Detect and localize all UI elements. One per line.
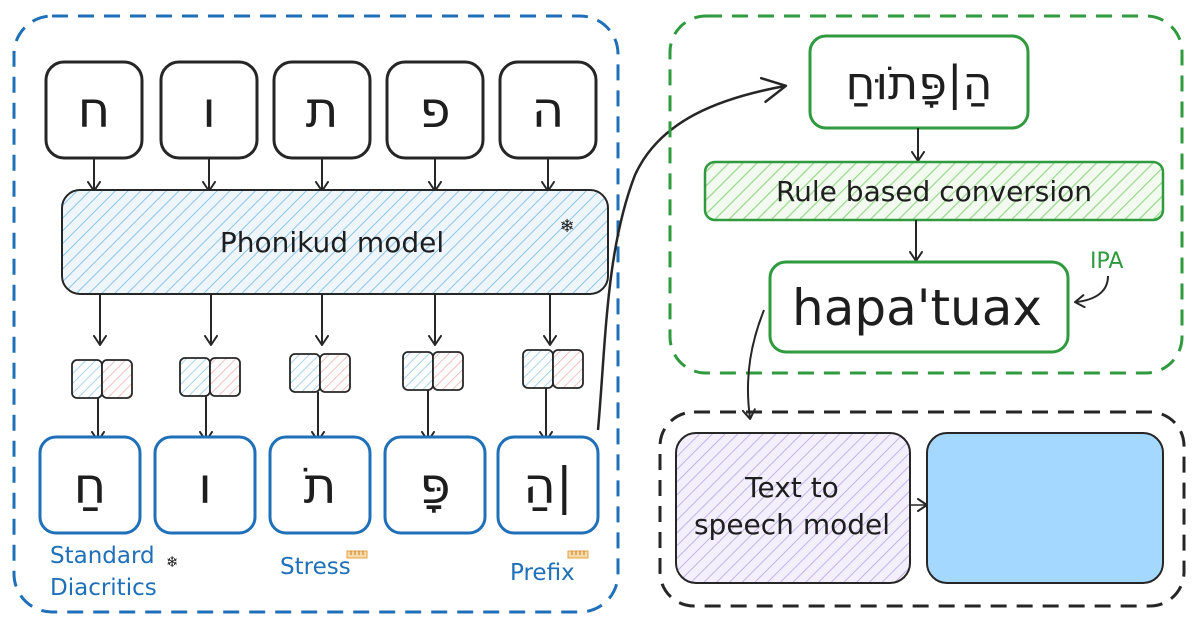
tts-model-line1: Text to xyxy=(744,471,839,504)
output-letter-4: פָּ xyxy=(419,457,450,515)
phonikud-model-label: Phonikud model xyxy=(220,226,444,259)
tts-model-line2: speech model xyxy=(694,508,890,541)
head-pair-1-left xyxy=(71,359,103,399)
stress-ruler-icon xyxy=(346,550,368,559)
label-standard-line2: Diacritics xyxy=(50,575,157,601)
output-arrows xyxy=(91,388,553,442)
input-letter-1: ח xyxy=(78,81,111,139)
output-letter-3: תֹ xyxy=(304,457,337,515)
output-letter-boxes: חַ ו תֹ פָּ הַ| xyxy=(38,435,600,535)
ipa-output: hapa'tuax xyxy=(792,279,1042,337)
input-arrows xyxy=(87,158,555,192)
output-letter-box-4 xyxy=(383,435,487,535)
label-stress: Stress xyxy=(280,554,351,580)
tts-model-box xyxy=(675,432,911,584)
output-letter-box-3 xyxy=(268,435,372,535)
ipa-tag: IPA xyxy=(1090,249,1123,274)
rule-conversion-box xyxy=(703,160,1165,222)
head-pair-4-left xyxy=(402,351,434,391)
label-standard-snowflake-icon: ❄ xyxy=(166,553,179,571)
head-pair-4-right xyxy=(432,351,464,391)
ipa-output-box xyxy=(768,260,1070,354)
head-pair-2-left xyxy=(179,357,211,397)
output-letter-box-5 xyxy=(496,435,600,535)
output-letter-2: ו xyxy=(198,457,212,515)
input-letter-5: ה xyxy=(532,81,565,139)
output-letter-5: הַ| xyxy=(523,457,573,515)
head-pair-3-right xyxy=(319,353,351,393)
head-pair-1-right xyxy=(101,359,133,399)
arrow-ipa-tag xyxy=(1074,275,1109,309)
snowflake-icon: ❄ xyxy=(559,216,574,237)
head-arrows xyxy=(93,294,557,346)
rule-conversion-label: Rule based conversion xyxy=(776,175,1092,208)
output-letter-box-2 xyxy=(153,435,257,535)
label-standard-line1: Standard xyxy=(50,543,155,569)
prefix-ruler-icon xyxy=(567,550,589,559)
input-letter-4: פ xyxy=(419,81,450,139)
encoder-group-frame xyxy=(12,14,620,614)
head-pairs xyxy=(71,349,584,399)
arrow-ipa-to-tts xyxy=(741,309,765,420)
head-pair-2-right xyxy=(209,357,241,397)
head-pair-5-right xyxy=(552,349,584,389)
tts-group-frame xyxy=(658,410,1186,608)
head-pair-3-left xyxy=(289,353,321,393)
output-letter-box-1 xyxy=(38,435,142,535)
conversion-group-frame xyxy=(668,14,1184,375)
speech-output-box xyxy=(926,432,1164,584)
label-prefix: Prefix xyxy=(510,560,575,586)
phonikud-model-box xyxy=(61,189,609,295)
input-letter-3: ת xyxy=(306,81,339,139)
output-letter-1: חַ xyxy=(74,457,107,515)
diacritized-word: הַ|פָּתֹוּחַ xyxy=(845,56,992,111)
input-letter-boxes: ח ו ת פ ה xyxy=(44,60,598,160)
arrow-encoder-to-conversion xyxy=(596,76,788,431)
head-pair-5-left xyxy=(522,349,554,389)
input-letter-2: ו xyxy=(202,81,216,139)
